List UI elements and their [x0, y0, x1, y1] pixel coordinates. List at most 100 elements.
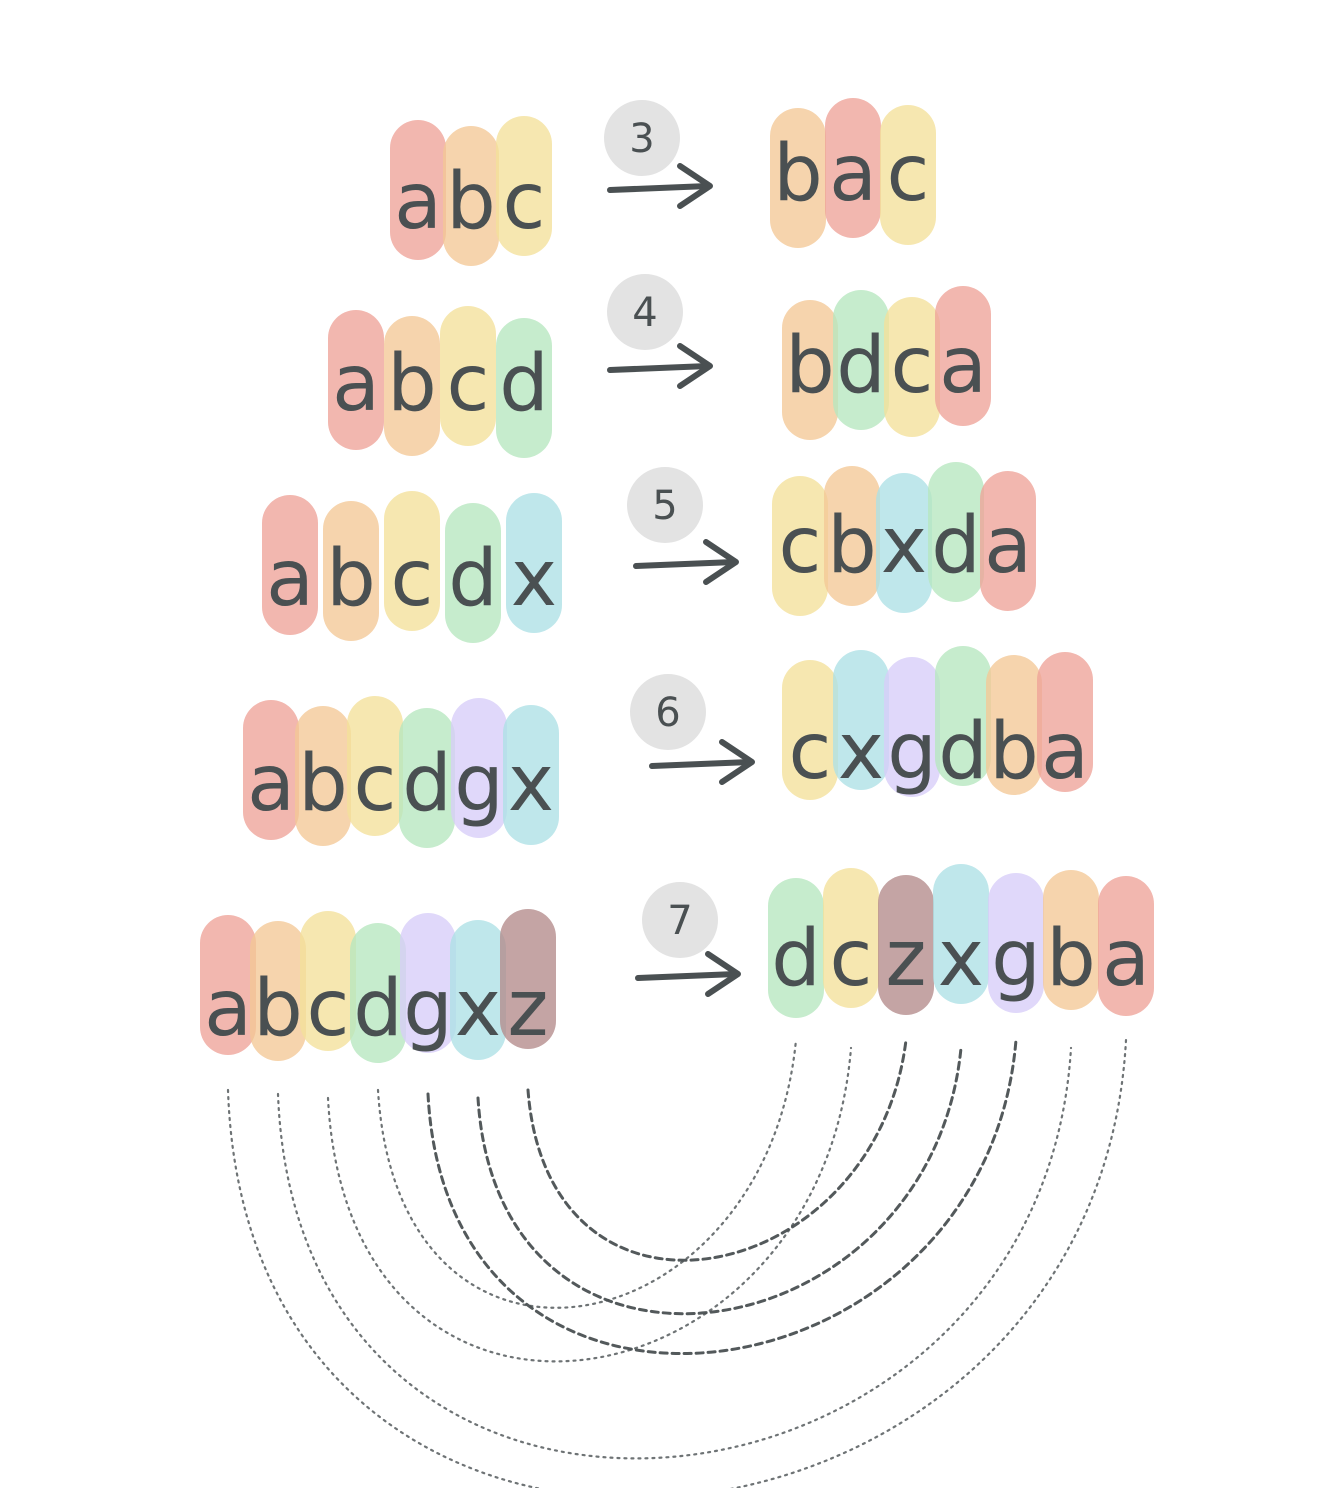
pill-c — [300, 911, 356, 1051]
letter-x: x — [838, 707, 884, 797]
pill-b — [1043, 870, 1099, 1010]
letter-d: d — [931, 501, 981, 591]
row-1 — [390, 98, 936, 266]
count-label: 5 — [652, 483, 677, 529]
row-2 — [328, 286, 991, 458]
letter-c: c — [789, 707, 832, 797]
letter-d: d — [448, 534, 498, 624]
pill-c — [496, 116, 552, 256]
pill-x — [503, 705, 559, 845]
pill-b — [824, 466, 880, 606]
letter-b: b — [773, 129, 823, 219]
pill-b — [986, 655, 1042, 795]
letter-b: b — [298, 739, 348, 829]
pill-c — [347, 696, 403, 836]
count-badge — [627, 467, 703, 543]
letter-x: x — [938, 914, 984, 1004]
pill-g — [884, 657, 940, 797]
mapping-curve-d — [376, 1038, 798, 1309]
pill-a — [262, 495, 318, 635]
letter-a: a — [332, 339, 380, 429]
letter-a: a — [266, 534, 314, 624]
pill-c — [880, 105, 936, 245]
letter-a: a — [1102, 914, 1150, 1004]
letter-a: a — [394, 157, 442, 247]
pill-d — [768, 878, 824, 1018]
letter-d: d — [938, 707, 988, 797]
letter-a: a — [984, 501, 1032, 591]
pill-z — [500, 909, 556, 1049]
pill-d — [496, 318, 552, 458]
letter-b: b — [387, 339, 437, 429]
pill-g — [988, 873, 1044, 1013]
letter-c: c — [503, 157, 546, 247]
letter-pills — [200, 98, 1154, 1063]
letter-b: b — [326, 534, 376, 624]
mapping-curve-x — [476, 1046, 963, 1316]
letter-c: c — [307, 964, 350, 1054]
arrow-head — [703, 539, 739, 585]
letter-d: d — [402, 739, 452, 829]
letter-c: c — [391, 534, 434, 624]
pill-b — [443, 126, 499, 266]
pill-a — [1037, 652, 1093, 792]
letter-c: c — [887, 129, 930, 219]
letter-c: c — [447, 339, 490, 429]
pill-c — [384, 491, 440, 631]
pill-d — [350, 923, 406, 1063]
pill-a — [243, 700, 299, 840]
pill-d — [399, 708, 455, 848]
pill-b — [384, 316, 440, 456]
arrow-shaft — [633, 559, 737, 569]
pill-d — [928, 462, 984, 602]
letter-x: x — [511, 534, 557, 624]
pill-d — [833, 290, 889, 430]
pill-b — [250, 921, 306, 1061]
row-3 — [262, 462, 1036, 643]
letter-d: d — [499, 339, 549, 429]
arrow-head — [719, 739, 755, 785]
letter-a: a — [247, 739, 295, 829]
mapping-curve-b — [276, 1046, 1073, 1460]
pill-c — [440, 306, 496, 446]
letter-d: d — [836, 321, 886, 411]
arrow-head — [677, 163, 713, 209]
pill-z — [878, 875, 934, 1015]
pill-g — [451, 698, 507, 838]
letter-d: d — [353, 964, 403, 1054]
pill-c — [772, 476, 828, 616]
letter-b: b — [446, 157, 496, 247]
letter-z: z — [508, 964, 549, 1054]
pill-b — [323, 501, 379, 641]
letter-g: g — [991, 914, 1041, 1004]
count-badge — [630, 674, 706, 750]
count-label: 4 — [632, 290, 657, 336]
pill-c — [884, 297, 940, 437]
row-5 — [200, 864, 1154, 1063]
arrow-head — [705, 951, 741, 997]
count-label: 7 — [667, 898, 692, 944]
arrow-shaft — [607, 183, 711, 193]
pill-a — [390, 120, 446, 260]
letter-c: c — [779, 501, 822, 591]
letter-a: a — [829, 129, 877, 219]
letter-c: c — [891, 321, 934, 411]
letter-c: c — [830, 914, 873, 1004]
pill-x — [450, 920, 506, 1060]
pill-a — [328, 310, 384, 450]
count-label: 6 — [655, 690, 680, 736]
pill-x — [933, 864, 989, 1004]
mapping-curves — [226, 1038, 1128, 1488]
letter-z: z — [886, 914, 927, 1004]
letter-g: g — [403, 964, 453, 1054]
pill-b — [770, 108, 826, 248]
pill-x — [506, 493, 562, 633]
letter-g: g — [454, 739, 504, 829]
row-4 — [243, 646, 1093, 848]
pill-b — [295, 706, 351, 846]
mapping-curve-g — [426, 1038, 1018, 1356]
pill-x — [876, 473, 932, 613]
